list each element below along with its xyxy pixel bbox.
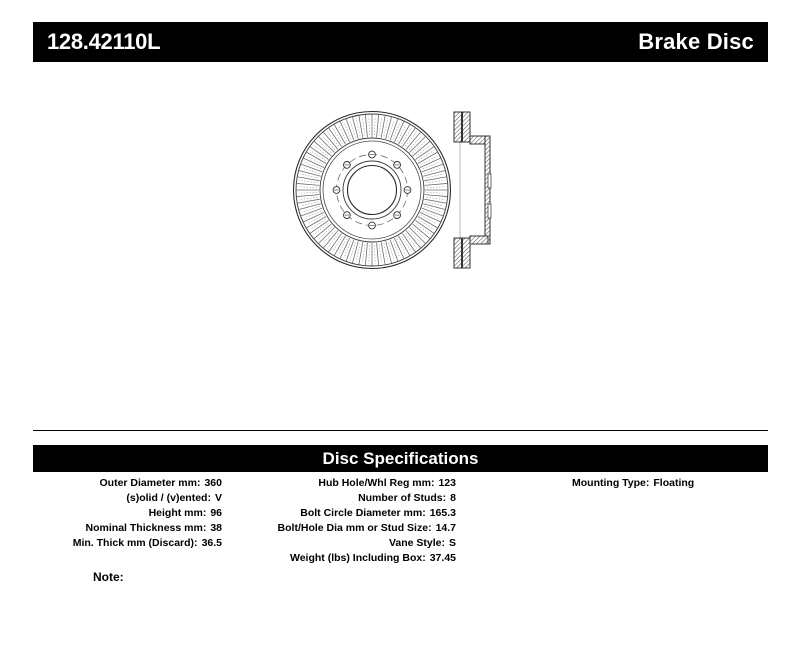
spec-row: Height mm: 96 — [33, 506, 278, 521]
spec-value: 37.45 — [429, 552, 456, 564]
rotor-outer-inner-edge — [295, 113, 449, 267]
spec-value: 165.3 — [429, 507, 456, 519]
title-bar: 128.42110L Brake Disc — [33, 22, 768, 62]
spec-label: Hub Hole/Whl Reg mm: — [318, 477, 435, 489]
spec-label: Outer Diameter mm: — [99, 477, 201, 489]
spec-row: Vane Style: S — [278, 536, 528, 551]
lower-outboard-wall — [453, 237, 462, 269]
spec-row: (s)olid / (v)ented: V — [33, 491, 278, 506]
spec-section-title: Disc Specifications — [322, 449, 479, 468]
spec-label: Vane Style: — [388, 537, 445, 549]
note-section: Note: — [93, 570, 124, 584]
hat-barrel — [484, 135, 491, 245]
drawing-canvas — [292, 110, 492, 270]
spec-value: 38 — [210, 522, 222, 534]
spec-label: (s)olid / (v)ented: — [126, 492, 211, 504]
spec-row: Nominal Thickness mm: 38 — [33, 521, 278, 536]
spec-row: Outer Diameter mm: 360 — [33, 476, 278, 491]
rotor-side-view — [453, 111, 492, 269]
spec-label: Weight (lbs) Including Box: — [290, 552, 426, 564]
part-number: 128.42110L — [47, 29, 161, 54]
spec-value: 360 — [204, 477, 222, 489]
spec-label: Min. Thick mm (Discard): — [72, 537, 198, 549]
spec-row: Bolt/Hole Dia mm or Stud Size: 14.7 — [278, 521, 528, 536]
spec-label: Number of Studs: — [358, 492, 447, 504]
bolt-holes-group — [332, 150, 412, 230]
spec-column-right: Mounting Type: Floating — [528, 476, 768, 491]
spec-label: Mounting Type: — [572, 477, 650, 489]
spec-column-left: Outer Diameter mm: 360 (s)olid / (v)ente… — [33, 476, 278, 551]
lower-hat-arm — [469, 235, 489, 245]
spec-value: 123 — [438, 477, 456, 489]
upper-outboard-wall — [453, 111, 462, 143]
rotor-front-view — [292, 110, 452, 270]
spec-label: Height mm: — [148, 507, 207, 519]
spec-label: Nominal Thickness mm: — [85, 522, 207, 534]
rotor-outer-edge — [292, 110, 452, 270]
barrel-notch-lower — [487, 203, 492, 219]
section-divider — [33, 430, 768, 431]
hub-center-hole — [346, 164, 398, 216]
friction-band-inner-edge — [319, 137, 425, 243]
spec-value: 96 — [210, 507, 222, 519]
spec-row: Weight (lbs) Including Box: 37.45 — [278, 551, 528, 566]
spec-value: S — [448, 537, 456, 549]
technical-drawing — [0, 80, 800, 410]
spec-row: Number of Studs: 8 — [278, 491, 528, 506]
spec-value: 8 — [450, 492, 456, 504]
spec-column-middle: Hub Hole/Whl Reg mm: 123 Number of Studs… — [278, 476, 528, 566]
upper-inboard-wall — [462, 111, 471, 143]
spec-row: Bolt Circle Diameter mm: 165.3 — [278, 506, 528, 521]
lower-inboard-wall — [462, 237, 471, 269]
spec-value: 36.5 — [201, 537, 222, 549]
spec-value: 14.7 — [435, 522, 456, 534]
spec-row: Mounting Type: Floating — [528, 476, 768, 491]
spec-row: Min. Thick mm (Discard): 36.5 — [33, 536, 278, 551]
note-label: Note: — [93, 570, 124, 584]
barrel-notch-upper — [487, 173, 492, 189]
spec-table: Outer Diameter mm: 360 (s)olid / (v)ente… — [33, 476, 768, 566]
spec-label: Bolt/Hole Dia mm or Stud Size: — [277, 522, 432, 534]
spec-label: Bolt Circle Diameter mm: — [300, 507, 426, 519]
hat-outer-edge — [322, 140, 422, 240]
hat-step — [342, 160, 402, 220]
spec-header-bar: Disc Specifications — [33, 445, 768, 472]
product-type: Brake Disc — [638, 29, 754, 54]
spec-value: Floating — [653, 477, 695, 489]
spec-value: V — [214, 492, 222, 504]
spec-row: Hub Hole/Whl Reg mm: 123 — [278, 476, 528, 491]
